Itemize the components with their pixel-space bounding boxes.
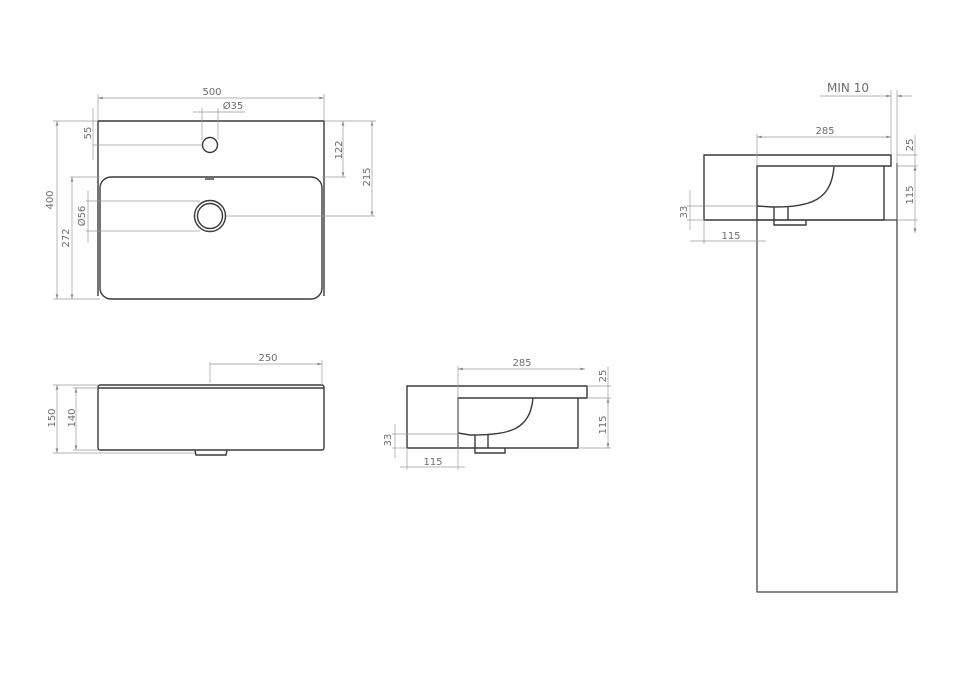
installed-drain [773,207,807,226]
front-view: 250 150 140 [47,353,325,456]
dim-basin-length: 285 [512,358,531,369]
dim-basin-depth: 272 [61,228,72,247]
dim-drain-position: 215 [362,167,373,186]
dim-tap-offset: 55 [83,127,94,140]
dim-slab: 25 [598,370,609,383]
tap-hole [201,136,219,154]
installed-bowl-curve [756,166,835,208]
dim-half-width: 250 [258,353,277,364]
front-drain [194,449,228,456]
dim-back: 115 [423,457,442,468]
top-view: 500 Ø35 55 400 272 Ø56 122 215 [45,87,376,300]
dim-drain: Ø56 [76,206,88,227]
basin-bowl [99,176,323,300]
installed-basin [703,154,892,221]
side-view: 285 25 115 33 115 [383,358,611,470]
dim-width: 500 [202,87,221,98]
dim-installed-back: 115 [721,231,740,242]
side-outline [406,385,588,449]
side-drain [474,435,506,454]
dim-tap-hole: Ø35 [223,100,244,112]
drain-inner [196,202,224,230]
drain-outer [193,199,227,233]
installed-view: MIN 10 285 25 115 33 115 [679,81,918,593]
pedestal [756,219,898,593]
dim-basin-height: 115 [598,415,609,434]
dim-tap-to-basin: 122 [334,140,345,159]
dim-installed-basin-length: 285 [815,126,834,137]
dim-installed-drain-height: 33 [679,206,690,219]
dim-installed-basin-height: 115 [905,185,916,204]
dim-installed-slab: 25 [905,139,916,152]
dim-height: 150 [47,408,58,427]
front-outline [97,384,325,451]
basin-outline [97,120,325,296]
side-bowl-curve [457,397,534,436]
dim-inner-height: 140 [67,408,78,427]
dim-drain-height: 33 [383,434,394,447]
dim-min-gap: MIN 10 [827,81,869,95]
dim-depth: 400 [45,190,56,209]
